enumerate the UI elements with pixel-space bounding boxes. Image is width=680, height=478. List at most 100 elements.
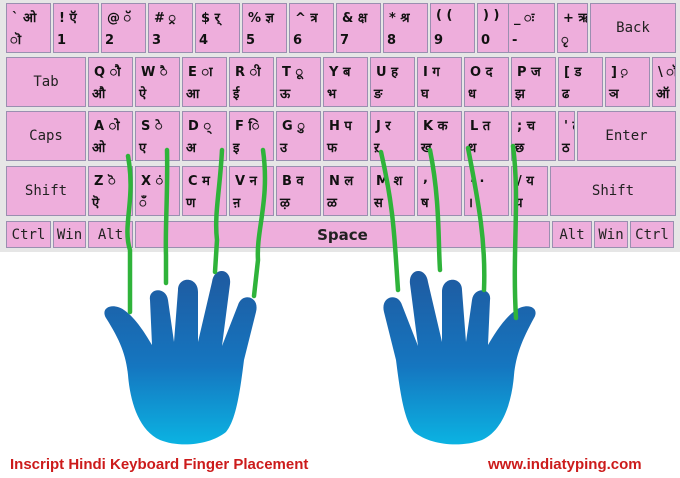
key-p[interactable]: P ज झ <box>511 57 556 107</box>
key-enter[interactable]: Enter <box>577 111 676 161</box>
key-top-legend: T ू <box>282 65 304 80</box>
key-bottom-legend: ष <box>421 196 429 211</box>
key-bottom-legend: ॊ <box>10 33 22 48</box>
finger-line-right-pinky <box>510 143 519 321</box>
key-bottom-legend: औ <box>92 87 106 102</box>
key-top-legend: F ि <box>235 119 260 134</box>
key-label: Back <box>616 20 650 36</box>
key-quote[interactable]: ' टठ <box>558 111 575 161</box>
key-bottom-legend: ढ <box>562 87 570 102</box>
key-top-legend: K क <box>423 119 448 134</box>
key-semicolon[interactable]: ; च छ <box>511 111 556 161</box>
key-top-legend: H प <box>329 119 352 134</box>
key-label: Shift <box>591 183 635 199</box>
key-rshift[interactable]: Shift <box>550 166 676 216</box>
key-bottom-legend: छ <box>515 141 525 156</box>
key-top-legend: V न <box>235 174 257 189</box>
finger-line-right-middle <box>427 147 443 273</box>
key-bottom-legend: उ <box>280 141 288 156</box>
key-bottom-legend: भ <box>327 87 337 102</box>
key-bottom-legend: इ <box>233 141 240 156</box>
key-bottom-legend: ऎ <box>92 196 100 211</box>
finger-line-left-ring <box>163 147 170 286</box>
key-bottom-legend: थ <box>468 141 477 156</box>
key-rwin[interactable]: Win <box>594 221 628 248</box>
key-top-legend: S े <box>141 119 163 134</box>
key-rctrl[interactable]: Ctrl <box>630 221 674 248</box>
key-f[interactable]: F ि इ <box>229 111 274 161</box>
key-top-legend: ; च <box>517 119 535 134</box>
key-r[interactable]: R ीई <box>229 57 274 107</box>
key-caps[interactable]: Caps <box>6 111 86 161</box>
key-d[interactable]: D ्अ <box>182 111 227 161</box>
key-top-legend: ] ़ <box>611 65 629 80</box>
key-minus[interactable]: _ ः- <box>508 3 555 53</box>
key-bottom-legend: ृ <box>561 33 569 48</box>
key-top-legend: % ज्ञ <box>248 11 274 26</box>
key-tab[interactable]: Tab <box>6 57 86 107</box>
key-4[interactable]: $ र्4 <box>195 3 240 53</box>
key-backslash[interactable]: \ ॉऑ <box>652 57 676 107</box>
key-label: Enter <box>605 128 648 144</box>
key-a[interactable]: A ोओ <box>88 111 133 161</box>
key-w[interactable]: W ैऐ <box>135 57 180 107</box>
finger-line-left-middle <box>212 147 225 275</box>
key-lctrl[interactable]: Ctrl <box>6 221 51 248</box>
key-x[interactable]: X ंँ <box>135 166 180 216</box>
key-t[interactable]: T ूऊ <box>276 57 321 107</box>
key-b[interactable]: B व ऴ <box>276 166 321 216</box>
key-lwin[interactable]: Win <box>53 221 86 248</box>
key-top-legend: ! ऍ <box>59 11 77 26</box>
key-bottom-legend: ऴ <box>280 196 290 211</box>
key-lshift[interactable]: Shift <box>6 166 86 216</box>
right-hand-icon <box>383 270 536 445</box>
key-top-legend: P ज <box>517 65 541 80</box>
key-top-legend: Z ॆ <box>94 174 116 189</box>
key-g[interactable]: G ुउ <box>276 111 321 161</box>
key-top-legend: + ऋ <box>563 11 588 26</box>
key-ralt[interactable]: Alt <box>552 221 592 248</box>
key-top-legend: B व <box>282 174 304 189</box>
key-top-legend: N ल <box>329 174 354 189</box>
key-bottom-legend: 7 <box>340 33 350 48</box>
key-bottom-legend: ऱ <box>374 141 380 156</box>
key-top-legend: O द <box>470 65 493 80</box>
key-e[interactable]: E ाआ <box>182 57 227 107</box>
key-bottom-legend: झ <box>515 87 525 102</box>
key-9[interactable]: ( (9 <box>430 3 475 53</box>
key-top-legend: I ग <box>423 65 440 80</box>
key-bottom-legend: आ <box>186 87 200 102</box>
key-bottom-legend: अ <box>186 141 196 156</box>
key-bottom-legend: स <box>374 196 383 211</box>
key-l[interactable]: L त थ <box>464 111 509 161</box>
finger-line-right-ring <box>465 145 487 293</box>
key-s[interactable]: S ेए <box>135 111 180 161</box>
key-equals[interactable]: + ऋृ <box>557 3 588 53</box>
key-rbracket[interactable]: ] ़ञ <box>605 57 650 107</box>
key-bottom-legend: ऑ <box>656 87 670 102</box>
key-backtick[interactable]: ` ओॊ <box>6 3 51 53</box>
finger-line-left-index <box>251 147 268 299</box>
key-top-legend: L त <box>470 119 491 134</box>
key-top-legend: A ो <box>94 119 120 134</box>
key-q[interactable]: Q ौऔ <box>88 57 133 107</box>
key-backspace[interactable]: Back <box>590 3 676 53</box>
caption-website: www.indiatyping.com <box>488 456 642 473</box>
key-2[interactable]: @ ॅ2 <box>101 3 146 53</box>
